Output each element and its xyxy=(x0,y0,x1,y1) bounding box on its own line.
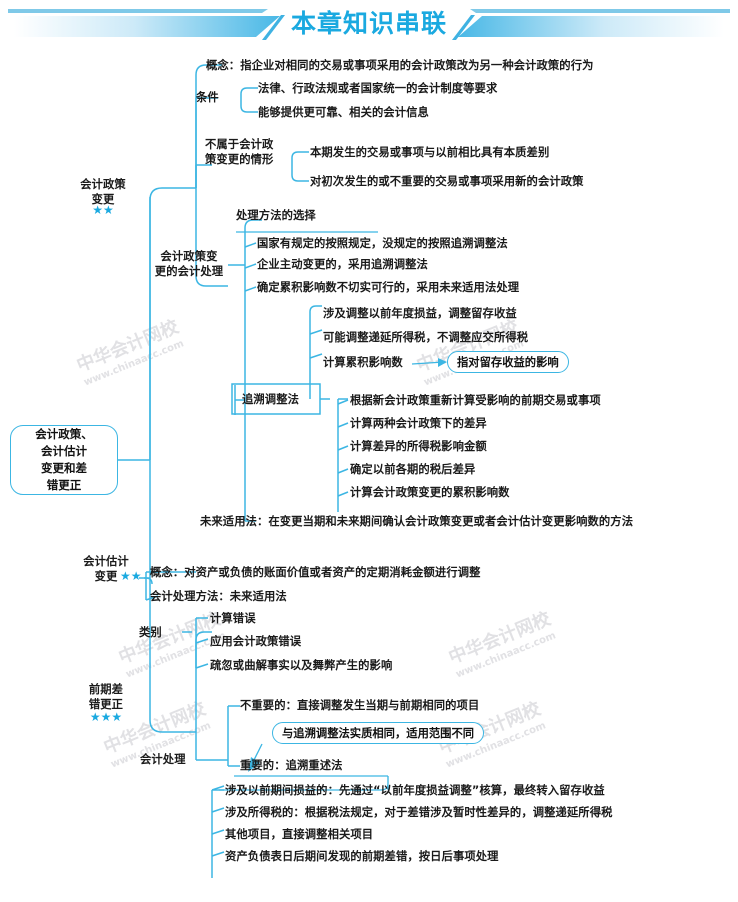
estimate-item: 会计处理方法：未来适用法 xyxy=(150,590,287,603)
method-choice-item: 确定累积影响数不切实可行的，采用未来适用法处理 xyxy=(257,281,520,294)
policy-not-change-label: 不属于会计政 策变更的情形 xyxy=(205,138,274,167)
branch-prior-error-stars: ★★★ xyxy=(89,710,123,724)
policy-condition-item: 法律、行政法规或者国家统一的会计制度等要求 xyxy=(258,82,498,95)
page-banner: 本章知识串联 xyxy=(0,0,738,44)
branch-estimate-change-stars: ★★ xyxy=(120,569,142,583)
branch-estimate-change-label[interactable]: 会计估计 变更 xyxy=(83,555,129,584)
retro-callout: 指对留存收益的影响 xyxy=(447,351,569,373)
retro-step: 计算差异的所得税影响金额 xyxy=(350,440,487,453)
policy-not-change-item: 本期发生的交易或事项与以前相比具有本质差别 xyxy=(310,146,550,159)
retro-top-item: 可能调整递延所得税，不调整应交所得税 xyxy=(323,331,529,344)
page-title: 本章知识串联 xyxy=(290,9,447,38)
policy-accounting-label[interactable]: 会计政策变 更的会计处理 xyxy=(154,250,224,279)
branch-prior-error-label[interactable]: 前期差 错更正 xyxy=(88,683,124,712)
banner-graphic xyxy=(8,9,730,40)
retrospective-label[interactable]: 追溯调整法 xyxy=(242,393,299,406)
error-material-item: 涉及所得税的：根据税法规定，对于差错涉及暂时性差异的，调整递延所得税 xyxy=(225,806,613,819)
method-choice-item: 企业主动变更的，采用追溯调整法 xyxy=(257,258,428,271)
error-category-item: 应用会计政策错误 xyxy=(210,635,302,648)
root-node[interactable]: 会计政策、 会计估计 变更和差 错更正 xyxy=(10,425,118,495)
error-accounting-label: 会计处理 xyxy=(140,753,186,766)
branch-policy-change-stars: ★★ xyxy=(92,203,114,217)
estimate-item: 概念：对资产或负债的账面价值或者资产的定期消耗金额进行调整 xyxy=(150,566,481,579)
error-immaterial: 不重要的：直接调整发生当期与前期相同的项目 xyxy=(240,699,480,712)
error-callout: 与追溯调整法实质相同，适用范围不同 xyxy=(272,722,485,744)
error-material-item: 涉及以前期间损益的：先通过“以前年度损益调整”核算，最终转入留存收益 xyxy=(225,784,605,797)
error-category-item: 疏忽或曲解事实以及舞弊产生的影响 xyxy=(210,659,393,672)
error-category-item: 计算错误 xyxy=(210,612,256,625)
error-material-item: 其他项目，直接调整相关项目 xyxy=(225,828,374,841)
retro-step: 计算会计政策变更的累积影响数 xyxy=(350,486,510,499)
method-choice-label: 处理方法的选择 xyxy=(236,209,316,222)
error-category-label: 类别 xyxy=(139,626,162,639)
policy-conditions-label: 条件 xyxy=(196,91,219,104)
error-material-item: 资产负债表日后期间发现的前期差错，按日后事项处理 xyxy=(225,850,499,863)
retro-step: 计算两种会计政策下的差异 xyxy=(350,417,487,430)
error-material: 重要的：追溯重述法 xyxy=(240,759,343,772)
retro-step: 根据新会计政策重新计算受影响的前期交易或事项 xyxy=(350,394,601,407)
method-choice-item: 国家有规定的按照规定，没规定的按照追溯调整法 xyxy=(257,237,508,250)
policy-not-change-item: 对初次发生的或不重要的交易或事项采用新的会计政策 xyxy=(310,175,584,188)
policy-concept: 概念：指企业对相同的交易或事项采用的会计政策改为另一种会计政策的行为 xyxy=(206,59,594,72)
retro-top-item: 计算累积影响数 xyxy=(323,356,403,369)
branch-policy-change-label[interactable]: 会计政策 变更 xyxy=(80,178,126,207)
retro-top-item: 涉及调整以前年度损益，调整留存收益 xyxy=(323,307,517,320)
policy-condition-item: 能够提供更可靠、相关的会计信息 xyxy=(258,106,429,119)
prospective-method: 未来适用法：在变更当期和未来期间确认会计政策变更或者会计估计变更影响数的方法 xyxy=(200,515,634,528)
retro-step: 确定以前各期的税后差异 xyxy=(350,463,476,476)
